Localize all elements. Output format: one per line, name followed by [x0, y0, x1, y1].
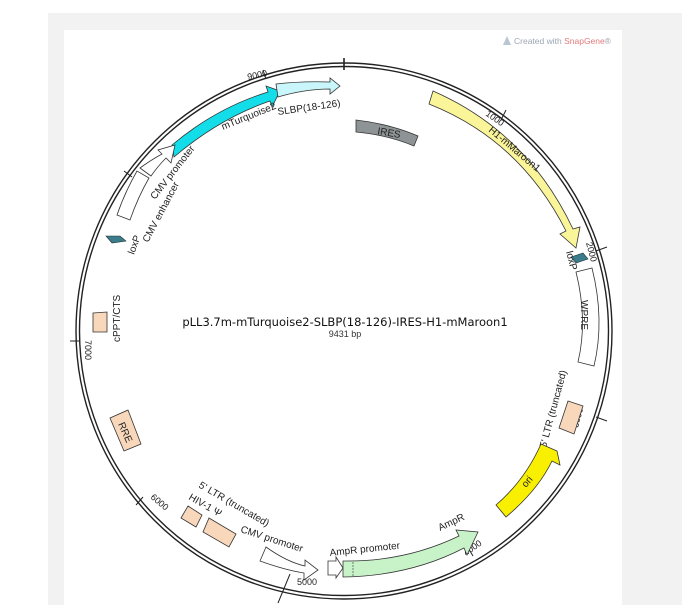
plasmid-name: pLL3.7m-mTurquoise2-SLBP(18-126)-IRES-H1…: [182, 315, 507, 329]
map-canvas: [64, 30, 622, 605]
5ltr-right-label: 5' LTR (truncated): [538, 369, 569, 449]
watermark-mark: ®: [605, 36, 612, 46]
feature-cmv-promoter-bottom[interactable]: CMV promoter: [239, 524, 319, 581]
feature-ori[interactable]: ori: [495, 443, 561, 518]
tick-mark-1000: [500, 109, 507, 121]
ori-label: ori: [520, 474, 536, 490]
snapgene-watermark: Created with SnapGene®: [503, 36, 612, 46]
feature-5ltr-right[interactable]: 5' LTR (truncated): [538, 369, 584, 449]
snapgene-logo-icon: [503, 36, 511, 45]
watermark-brand: SnapGene: [564, 36, 605, 46]
feature-loxp-right[interactable]: loxP: [563, 250, 589, 272]
tick-label-9000: 9000: [246, 68, 268, 82]
tick-label-7000: 7000: [83, 340, 93, 360]
ires-label: IRES: [376, 126, 401, 141]
svg-text:Created with SnapGene®: Created with SnapGene®: [514, 36, 612, 46]
tick-mark-9000: [262, 69, 267, 80]
feature-loxp-left[interactable]: loxP: [105, 234, 144, 256]
tick-label-5000: 5000: [297, 577, 317, 587]
h1-mmaroon1-label: H1-mMaroon1: [486, 125, 542, 175]
feature-rre[interactable]: RRE: [109, 409, 142, 452]
tick-mark-6000: [135, 496, 144, 506]
feature-slbp[interactable]: SLBP(18-126): [275, 77, 341, 118]
tick-mark-8000: [123, 170, 133, 178]
feature-wpre[interactable]: WPRE: [575, 267, 600, 367]
tick-mark-3000: [595, 416, 608, 422]
ampr-promoter-label: AmpR promoter: [329, 541, 401, 559]
tick-mark-2000: [595, 246, 608, 252]
plasmid-size: 9431 bp: [329, 329, 362, 339]
tick-label-6000: 6000: [149, 492, 171, 513]
watermark-prefix: Created with: [514, 36, 564, 46]
cmv-promoter-bottom-label: CMV promoter: [239, 524, 305, 555]
feature-ires[interactable]: IRES: [355, 119, 419, 147]
wpre-label: WPRE: [578, 300, 589, 330]
slbp-label: SLBP(18-126): [277, 98, 341, 118]
cppt-cts-label: cPPT/CTS: [112, 294, 123, 342]
loxp-right-label: loxP: [563, 250, 579, 272]
tick-mark-5000: [277, 573, 291, 604]
feature-cppt-cts[interactable]: cPPT/CTS: [92, 294, 123, 342]
